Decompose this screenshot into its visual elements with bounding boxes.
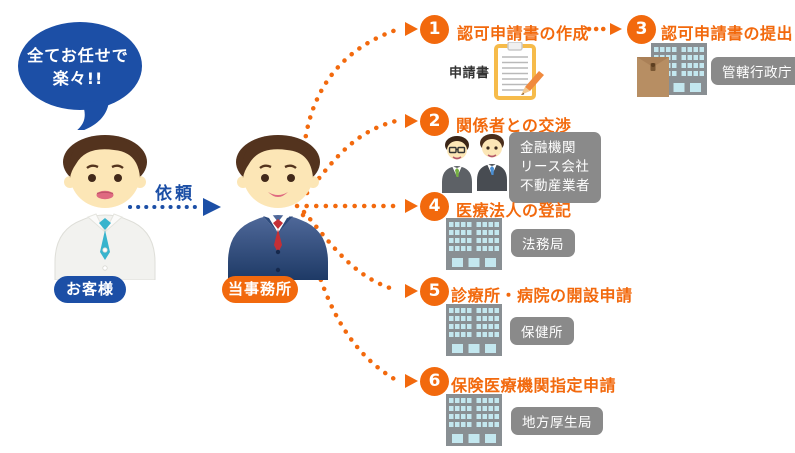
bubble-line-1: 全てお任せで <box>27 46 129 65</box>
customer-badge: お客様 <box>54 276 126 303</box>
step-5-label: 診療所・病院の開設申請 <box>451 286 633 305</box>
partner-line-1: 金融機関 <box>520 140 576 156</box>
office-badge: 当事務所 <box>222 276 298 303</box>
step-4-label: 医療法人の登記 <box>456 201 572 220</box>
step-3-label: 認可申請書の提出 <box>661 24 794 43</box>
customer-figure-icon <box>30 130 180 280</box>
step-4-number: 4 <box>420 192 449 221</box>
step-3-number: 3 <box>627 15 656 44</box>
step-6-label: 保険医療機関指定申請 <box>451 376 617 395</box>
envelope-icon <box>637 57 669 97</box>
partner-line-3: 不動産業者 <box>520 178 590 194</box>
businessman-icon <box>475 133 509 191</box>
clipboard-pencil-icon <box>494 42 546 100</box>
step-3-office-badge: 管轄行政庁 <box>711 57 795 85</box>
bubble-line-2: 楽々!! <box>52 69 104 88</box>
step-1-label: 認可申請書の作成 <box>457 24 590 43</box>
step-4-office-badge: 法務局 <box>511 229 575 257</box>
step-1-number: 1 <box>420 15 449 44</box>
application-doc-label: 申請書 <box>449 66 490 81</box>
step-5-number: 5 <box>420 277 449 306</box>
step-2-partners-badge: 金融機関 リース会社 不動産業者 <box>509 132 601 203</box>
partner-line-2: リース会社 <box>520 159 590 175</box>
step-6-office-badge: 地方厚生局 <box>511 407 603 435</box>
office-figure-icon <box>203 130 353 280</box>
step-5-office-badge: 保健所 <box>510 317 574 345</box>
legal-affairs-building-icon <box>446 218 502 270</box>
step-2-label: 関係者との交渉 <box>456 116 572 135</box>
request-label: 依頼 <box>155 184 195 204</box>
step-2-number: 2 <box>420 107 449 136</box>
businessman-glasses-icon <box>440 135 474 193</box>
step-6-number: 6 <box>420 367 449 396</box>
speech-bubble-text: 全てお任せで 楽々!! <box>16 44 140 90</box>
health-center-building-icon <box>446 304 502 356</box>
speech-bubble <box>18 22 142 130</box>
regional-bureau-building-icon <box>446 394 502 446</box>
